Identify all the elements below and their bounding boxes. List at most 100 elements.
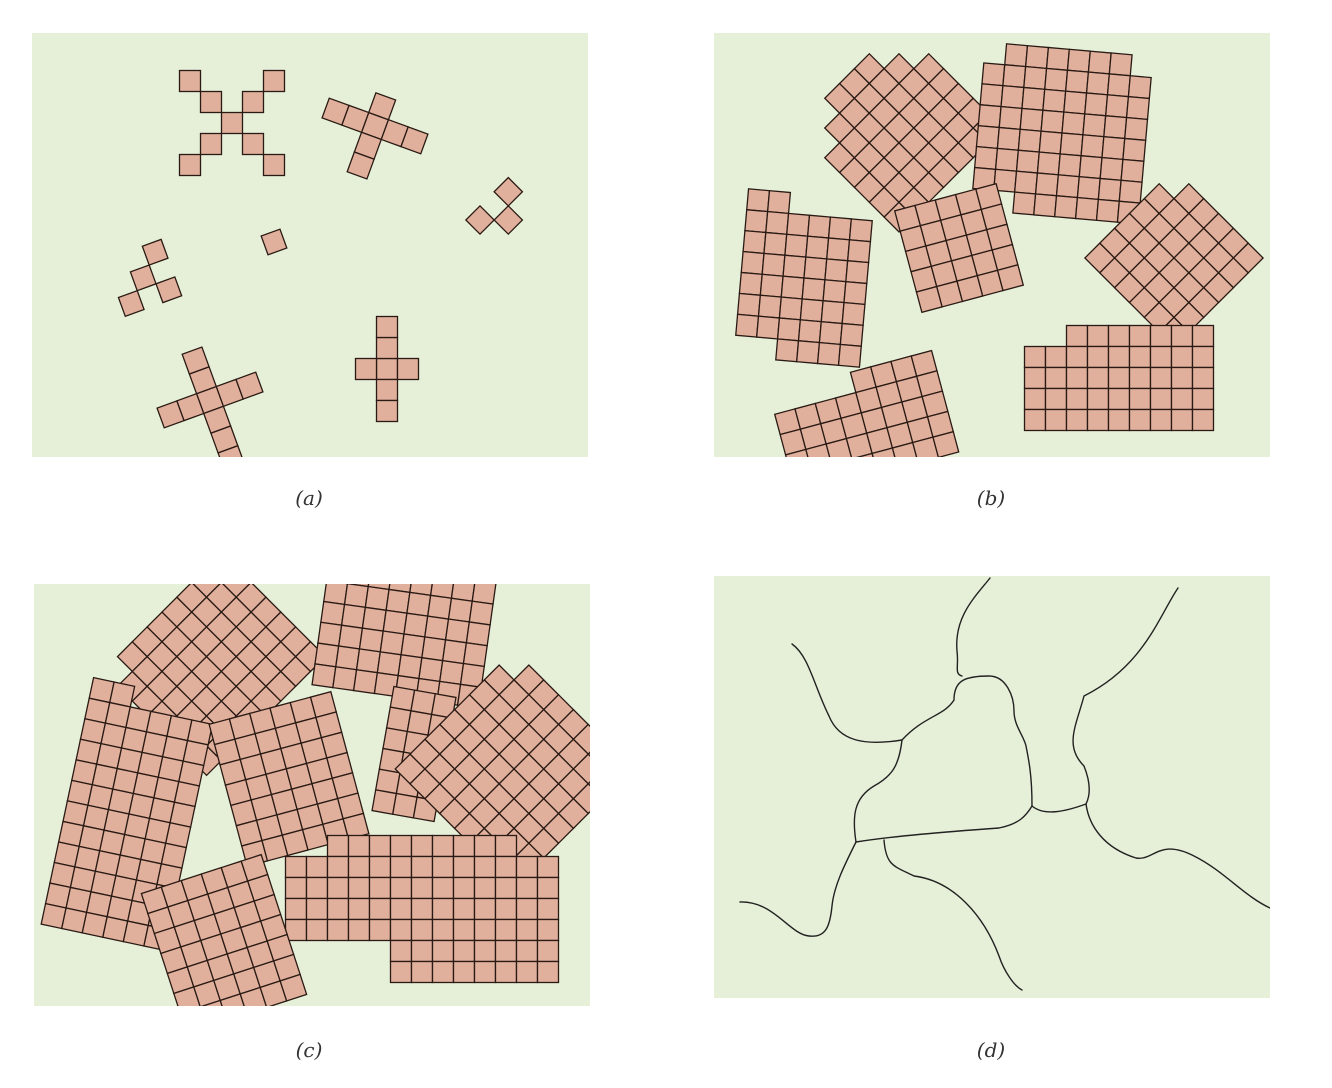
tile <box>1000 84 1025 110</box>
tile <box>320 600 346 626</box>
tile <box>1038 130 1063 155</box>
tile <box>444 618 471 644</box>
tile <box>347 897 371 921</box>
tile <box>129 264 157 292</box>
tile <box>1065 345 1089 369</box>
tile <box>410 897 434 921</box>
tile <box>827 216 853 241</box>
tile <box>181 346 210 375</box>
tile <box>262 153 286 177</box>
tile <box>843 280 868 306</box>
tile <box>241 132 265 156</box>
tile <box>1107 408 1131 432</box>
tile <box>494 939 518 963</box>
tile <box>279 973 308 1002</box>
tile <box>375 399 399 423</box>
tile <box>217 444 246 457</box>
tile <box>846 239 872 264</box>
tile <box>759 273 784 298</box>
tile <box>1065 387 1089 411</box>
boundary-line <box>1072 587 1179 805</box>
tile <box>410 939 434 963</box>
tile <box>431 960 455 984</box>
tile <box>431 834 455 858</box>
tile <box>784 233 809 258</box>
tile <box>410 960 434 984</box>
tile <box>397 654 423 680</box>
tile <box>805 235 830 260</box>
panel-a <box>32 33 588 457</box>
tile <box>494 834 518 858</box>
tile <box>431 876 455 900</box>
tile <box>994 147 1020 172</box>
tile <box>452 939 476 963</box>
tile <box>364 585 390 612</box>
tile-cluster <box>321 91 429 180</box>
tile <box>431 939 455 963</box>
tile <box>1191 387 1215 411</box>
tile <box>389 834 413 858</box>
boundary-line <box>1085 803 1270 909</box>
tile <box>361 606 387 632</box>
tile <box>515 876 539 900</box>
tile <box>311 663 337 689</box>
tile <box>1149 387 1173 411</box>
tile <box>462 642 488 668</box>
tile <box>841 301 866 327</box>
tile <box>1019 107 1044 132</box>
tile <box>816 341 842 367</box>
tile <box>536 939 560 963</box>
tile <box>1128 345 1152 369</box>
tile <box>1045 46 1071 71</box>
tile <box>1015 149 1040 174</box>
panel-d <box>714 576 1270 998</box>
tile <box>871 447 899 457</box>
tile <box>1013 170 1039 195</box>
tile-cluster <box>773 349 960 457</box>
tile <box>1066 48 1091 73</box>
tile-cluster <box>156 346 264 457</box>
tile <box>818 320 843 346</box>
tile <box>740 250 765 276</box>
tile <box>1074 196 1100 222</box>
tile <box>515 960 539 984</box>
panel-b <box>714 33 1270 457</box>
tile-cluster <box>1083 182 1265 349</box>
tile <box>375 315 399 339</box>
tile <box>340 603 367 629</box>
tile <box>335 645 361 671</box>
tile <box>400 633 426 659</box>
tile <box>1097 177 1122 202</box>
tile <box>799 298 824 323</box>
tile <box>1059 132 1084 157</box>
tile-cluster <box>1023 324 1215 432</box>
tile <box>199 132 223 156</box>
tile <box>355 648 382 674</box>
tile <box>1023 408 1047 432</box>
tile <box>421 636 447 662</box>
tile <box>981 62 1006 87</box>
tile <box>410 855 434 879</box>
tile <box>431 897 455 921</box>
tile <box>368 855 392 879</box>
tile <box>314 642 340 668</box>
tile <box>396 357 420 381</box>
boundary-line <box>853 739 903 843</box>
tile <box>1085 71 1111 96</box>
tile <box>424 615 450 641</box>
tile <box>389 897 413 921</box>
tile <box>1099 156 1124 182</box>
tile <box>973 145 999 171</box>
tile <box>473 939 497 963</box>
tile <box>1033 193 1058 218</box>
tile <box>806 214 832 239</box>
tile <box>1084 92 1109 117</box>
boundary-line <box>855 805 1033 843</box>
tile <box>515 897 539 921</box>
tile <box>757 294 782 319</box>
tile <box>156 400 185 429</box>
tile-cluster <box>354 315 420 423</box>
tile <box>155 276 183 304</box>
tile <box>735 313 760 338</box>
tile <box>1004 43 1029 68</box>
